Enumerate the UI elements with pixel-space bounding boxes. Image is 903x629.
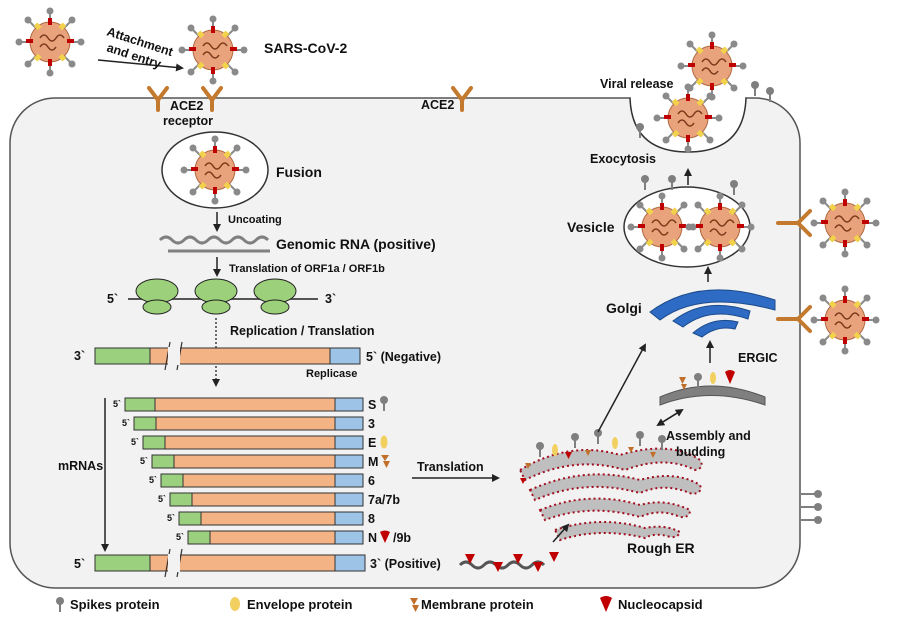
ace2-receptor-label: ACE2 [170,99,203,113]
membrane-protein-icon [381,455,390,468]
ace2-label: ACE2 [421,98,454,112]
mrna-five-prime-label: 5` [131,437,139,447]
envelope-legend-icon [230,597,240,611]
mrna-five-prime-label: 5` [158,494,166,504]
nucleocapsid-legend-label: Nucleocapsid [618,597,703,612]
nucleocapsid-icon [380,530,390,543]
mrna-gene-label: E [368,436,376,450]
five-prime-label: 5` [107,292,118,306]
rough-er-label: Rough ER [627,540,695,556]
ribosome-icon [135,278,179,315]
bound-virus [809,284,881,356]
golgi-label: Golgi [606,300,642,316]
assembly-label: Assembly and [666,429,751,443]
free-virus [14,6,86,78]
mrna-9b-label: /9b [393,531,411,545]
mrna-row: 5` N [176,530,377,545]
negative-3-prime-label: 3` [74,349,85,363]
negative-strand-label: 5` (Negative) [366,350,441,364]
ergic-er-arrow [656,409,683,427]
mrnas-label: mRNAs [58,459,103,473]
bound-virus [809,187,881,259]
mrna-gene-label: 6 [368,474,375,488]
ribosome-icon [194,278,238,315]
mrna-five-prime-label: 5` [167,513,175,523]
attachment-arrow [97,59,184,72]
fusion-label: Fusion [276,164,322,180]
mrna-gene-label: M [368,455,378,469]
ergic-label: ERGIC [738,351,778,365]
translation-label: Translation [417,460,484,474]
envelope-protein-icon [380,435,388,449]
right-membrane-spikes [800,490,822,524]
nucleocapsid-rna [458,560,546,570]
ribosome-icon [253,278,297,315]
mrna-row: 5` 6 [149,473,375,488]
spike-legend-label: Spikes protein [70,597,160,612]
spike-legend-icon [55,596,65,613]
mrna-row: 5` 3 [122,416,375,431]
mrna-gene-label: S [368,398,376,412]
mrna-gene-label: 3 [368,417,375,431]
uncoating-label: Uncoating [228,214,282,226]
genomic-rna-label: Genomic RNA (positive) [276,236,436,252]
ergic-proteins [679,370,735,390]
positive-5-prime-label: 5` [74,557,85,571]
released-virus [676,30,748,102]
negative-strand-rna [94,341,361,371]
sars-cov-2-label: SARS-CoV-2 [264,40,347,56]
fused-virus [179,134,251,206]
exocytosis-label: Exocytosis [590,152,656,166]
attaching-virus [177,14,249,86]
mrna-gene-label: 8 [368,512,375,526]
budding-label: budding [676,445,725,459]
rough-er [518,447,703,542]
envelope-legend-label: Envelope protein [247,597,353,612]
three-prime-label: 3` [325,292,336,306]
mrna-gene-label: N [368,531,377,545]
mrna-five-prime-label: 5` [176,532,184,542]
subgenomic-mrnas: 5` S 5` 3 5` E 5` M 5` 6 5` 7a/7b 5` 8 5` N/9b [113,395,411,545]
membrane-legend-label: Membrane protein [421,597,534,612]
genomic-rna-strand [158,235,270,245]
nucleocapsid-legend-icon [600,596,612,612]
er-to-golgi-arrow [597,343,646,433]
legend: Spikes protein Envelope protein Membrane… [55,596,703,613]
positive-strand-rna [94,548,366,578]
nucleocapsid-to-er-arrow [552,523,570,543]
nucleocapsid-icons [465,552,559,572]
translation-orf-label: Translation of ORF1a / ORF1b [229,263,385,275]
mrna-row: 5` E [131,435,376,450]
mrna-five-prime-label: 5` [140,456,148,466]
receptor-label: receptor [163,114,213,128]
viral-release-label: Viral release [600,77,673,91]
mrna-five-prime-label: 5` [113,399,121,409]
golgi-apparatus [649,289,776,338]
membrane-legend-icon [410,598,419,612]
mrna-row: 5` 7a/7b [158,492,400,507]
mrna-row: 5` 8 [167,511,375,526]
ergic-compartment [659,385,766,406]
mrna-gene-label: 7a/7b [368,493,400,507]
ace2-right-receptor [776,209,812,333]
er-surface-proteins [520,428,667,484]
positive-strand-label: 3` (Positive) [370,557,441,571]
mrna-row: 5` S [113,397,376,412]
replication-label: Replication / Translation [230,324,374,338]
mrna-five-prime-label: 5` [122,418,130,428]
mrna-row: 5` M [140,454,378,469]
mrna-five-prime-label: 5` [149,475,157,485]
replicase-label: Replicase [306,368,357,380]
vesicle-virus [684,191,756,263]
vesicle-label: Vesicle [567,219,615,235]
